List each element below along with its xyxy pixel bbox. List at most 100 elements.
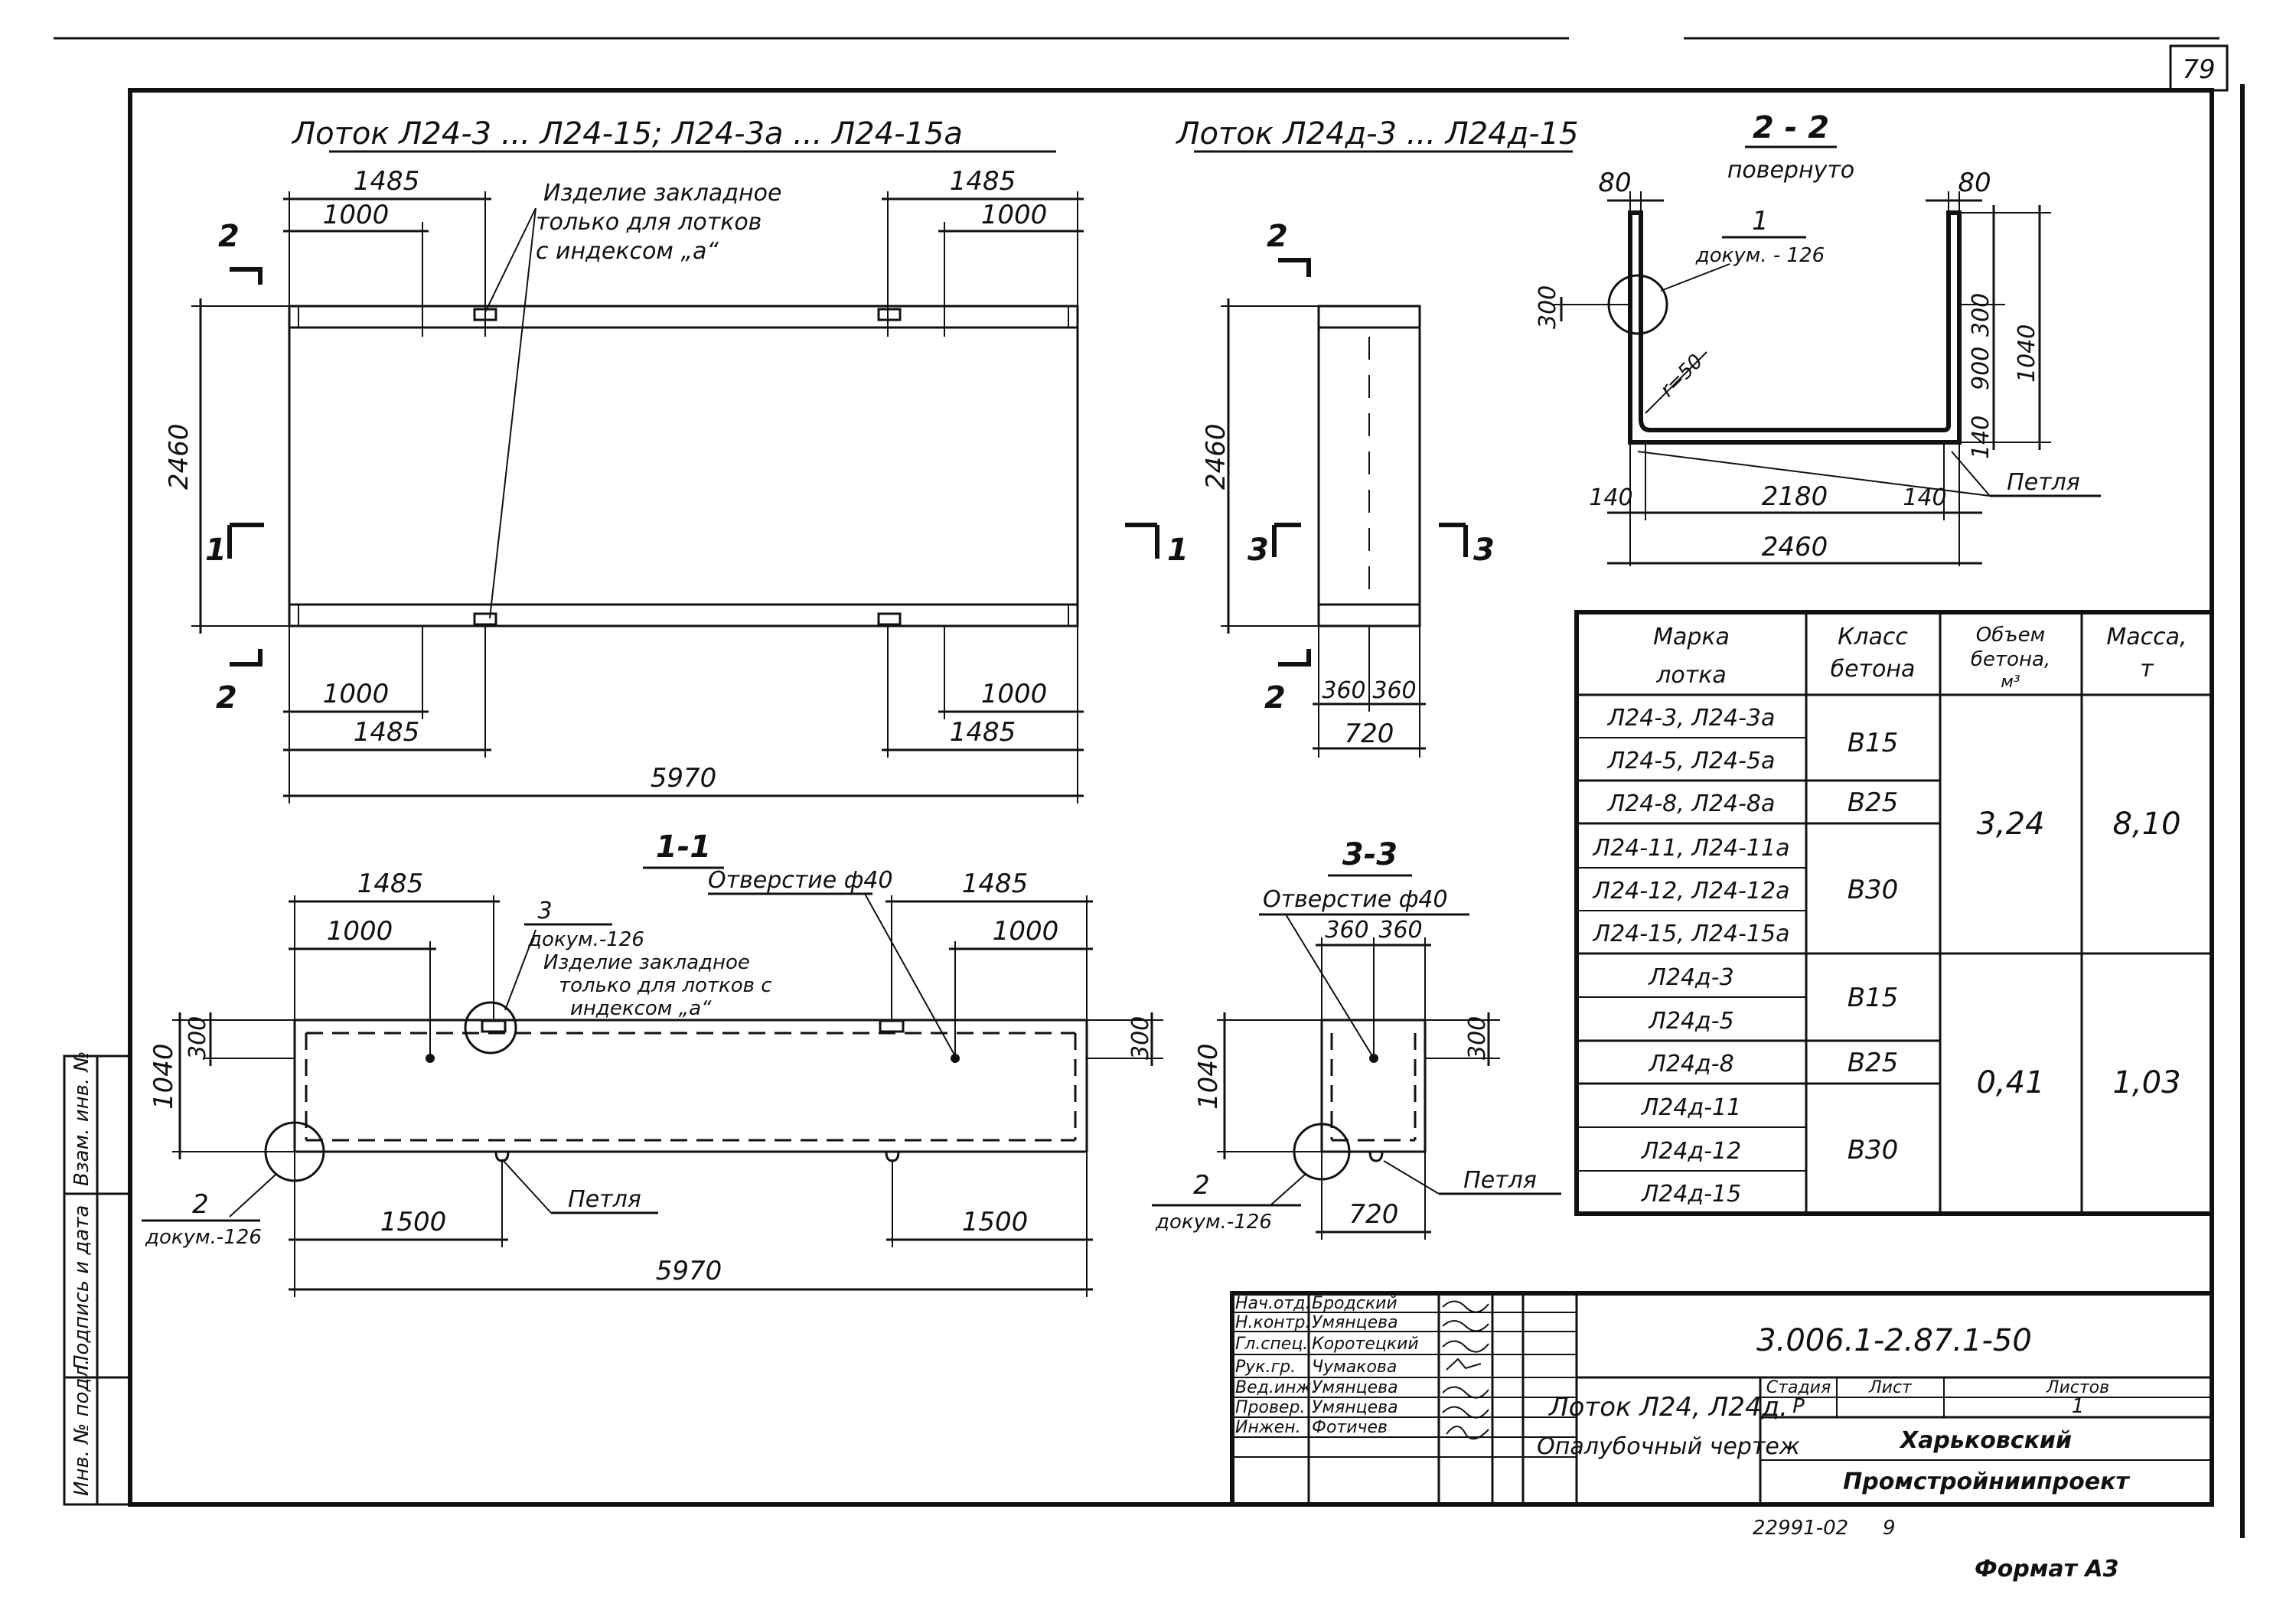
callout-3-num: 3 xyxy=(537,898,552,924)
callout-circle-3 xyxy=(464,1001,517,1054)
dim-80-left: 80 xyxy=(1598,168,1631,198)
dim-140-left: 140 xyxy=(1589,484,1632,511)
hdr-mass-2: т xyxy=(2140,656,2154,683)
hdr-mark-1: Марка xyxy=(1653,624,1730,650)
embedded-part-section xyxy=(481,1019,507,1033)
sheet-number-box xyxy=(2169,44,2229,92)
dim-140-right: 140 xyxy=(1968,416,1994,459)
dim-2460-end: 2460 xyxy=(1201,423,1231,490)
org-line1: Харьковский xyxy=(1899,1427,2072,1454)
dim-900: 900 xyxy=(1968,347,1994,390)
footer: 22991-02 9 Формат А3 xyxy=(1753,1517,2119,1583)
callout-2-doc: докум.-126 xyxy=(145,1226,262,1249)
row-mark: Л24-15, Л24-15а xyxy=(1593,921,1790,947)
role: Провер. xyxy=(1235,1398,1305,1417)
dim-1485-top-left: 1485 xyxy=(354,166,420,197)
sheets-label: Листов xyxy=(2046,1378,2109,1397)
s1-note-line2: только для лотков с xyxy=(559,974,772,997)
dim-5970-plan: 5970 xyxy=(651,763,717,794)
class-cell: В15 xyxy=(1848,983,1899,1013)
section-2-2-title: 2 - 2 xyxy=(1753,110,1829,145)
side-stamp: Инв. № подл. Подпись и дата Взам. инв. № xyxy=(63,1051,132,1506)
row-mark: Л24д-15 xyxy=(1641,1181,1741,1208)
callout-3-doc: докум.-126 xyxy=(527,928,644,951)
row-mark: Л24-3, Л24-3а xyxy=(1607,705,1776,732)
svg-text:2: 2 xyxy=(216,680,237,715)
section-mark-2-top xyxy=(230,267,263,285)
dim-2180: 2180 xyxy=(1762,481,1828,512)
plan-note-line1: Изделие закладное xyxy=(543,180,781,207)
dim-300-left: 300 xyxy=(1534,285,1561,329)
plan-note-line2: только для лотков xyxy=(536,209,762,236)
dim-360-s3-left: 360 xyxy=(1325,917,1368,944)
row-mark: Л24д-11 xyxy=(1641,1094,1741,1121)
hole-mark-s3 xyxy=(1369,1054,1378,1063)
view-plan: Лоток Л24-3 ... Л24-15; Л24-3а ... Л24-1… xyxy=(164,116,1189,804)
person-name: Чумакова xyxy=(1312,1358,1397,1377)
volume-cell: 3,24 xyxy=(1976,807,2044,842)
stage-value: Р xyxy=(1792,1395,1805,1418)
dim-1040-right: 1040 xyxy=(2014,324,2040,383)
embedded-part xyxy=(473,612,497,626)
hdr-vol-2: бетона, xyxy=(1971,648,2050,671)
callout-2-s3-num: 2 xyxy=(1193,1170,1210,1201)
drawing-name-2: Опалубочный чертеж xyxy=(1537,1433,1800,1460)
role: Нач.отд. xyxy=(1235,1294,1311,1313)
class-cell: В30 xyxy=(1848,1135,1899,1165)
svg-text:1: 1 xyxy=(205,533,227,568)
dim-1485-bottom-right: 1485 xyxy=(950,717,1016,748)
row-mark: Л24-8, Л24-8а xyxy=(1607,790,1776,817)
callout-1-num: 1 xyxy=(1752,206,1769,236)
tray-section-outline xyxy=(293,1019,1088,1153)
section-mark-2-end-bottom xyxy=(1278,649,1311,667)
dim-1485-top-right: 1485 xyxy=(950,166,1016,197)
dim-720-end: 720 xyxy=(1345,719,1394,749)
callout-2-s3-doc: докум.-126 xyxy=(1155,1211,1272,1234)
row-mark: Л24д-5 xyxy=(1648,1008,1733,1035)
drawing-name-1: Лоток Л24, Л24д. xyxy=(1548,1392,1788,1423)
hole-label-s1: Отверстие ф40 xyxy=(708,867,893,894)
hole-label-s3: Отверстие ф40 xyxy=(1263,886,1448,913)
loop-label-s3: Петля xyxy=(1463,1167,1537,1194)
dim-1000-s1-left: 1000 xyxy=(327,916,393,947)
dim-1485-s1-left: 1485 xyxy=(357,869,424,899)
sheets-value: 1 xyxy=(2072,1395,2085,1418)
person-name: Умянцева xyxy=(1312,1378,1398,1397)
side-stamp-inv: Инв. № подл. xyxy=(70,1359,93,1496)
dim-1500-left: 1500 xyxy=(380,1207,447,1237)
side-stamp-sign: Подпись и дата xyxy=(70,1205,93,1370)
dim-1485-bottom-left: 1485 xyxy=(354,717,420,748)
dim-80-right: 80 xyxy=(1958,168,1991,198)
dim-360-end-left: 360 xyxy=(1322,677,1365,704)
dim-2460-plan: 2460 xyxy=(164,423,194,490)
dim-1000-top-right: 1000 xyxy=(981,200,1048,230)
row-mark: Л24д-3 xyxy=(1648,964,1733,991)
u-profile xyxy=(1628,210,1962,445)
class-cell: В25 xyxy=(1848,1048,1899,1078)
mass-cell: 8,10 xyxy=(2112,807,2180,842)
hdr-vol-1: Объем xyxy=(1976,624,2045,647)
dim-1040-s3: 1040 xyxy=(1193,1043,1224,1110)
class-cell: В15 xyxy=(1848,728,1899,758)
mass-cell: 1,03 xyxy=(2112,1065,2180,1100)
person-name: Бродский xyxy=(1312,1294,1397,1313)
format-label: Формат А3 xyxy=(1975,1556,2119,1583)
class-cell: В25 xyxy=(1848,787,1899,818)
section-1-1: 1-1 1485 1485 1000 1000 300 1040 xyxy=(142,830,1163,1297)
s1-note-line1: Изделие закладное xyxy=(543,951,750,974)
dim-360-end-right: 360 xyxy=(1372,677,1416,704)
signatures xyxy=(1442,1300,1489,1440)
spec-table: Марка лотка Класс бетона Объем бетона, м… xyxy=(1574,610,2214,1216)
title-block: Нач.отд. Н.контр. Гл.спец. Рук.гр. Вед.и… xyxy=(1230,1291,2214,1507)
stage-label: Стадия xyxy=(1766,1378,1831,1397)
inventory-sheet: 9 xyxy=(1883,1517,1896,1540)
section-mark-2-bottom xyxy=(230,649,263,667)
hdr-vol-3: м³ xyxy=(2001,673,2020,692)
dim-2460-section: 2460 xyxy=(1762,532,1828,562)
dim-1000-bottom-left: 1000 xyxy=(323,679,390,709)
dim-5970-s1: 5970 xyxy=(656,1256,722,1286)
inventory-number: 22991-02 xyxy=(1753,1517,1848,1540)
sheet-frame: 79 xyxy=(54,37,2245,1538)
dim-300-s1-left: 300 xyxy=(184,1016,211,1060)
